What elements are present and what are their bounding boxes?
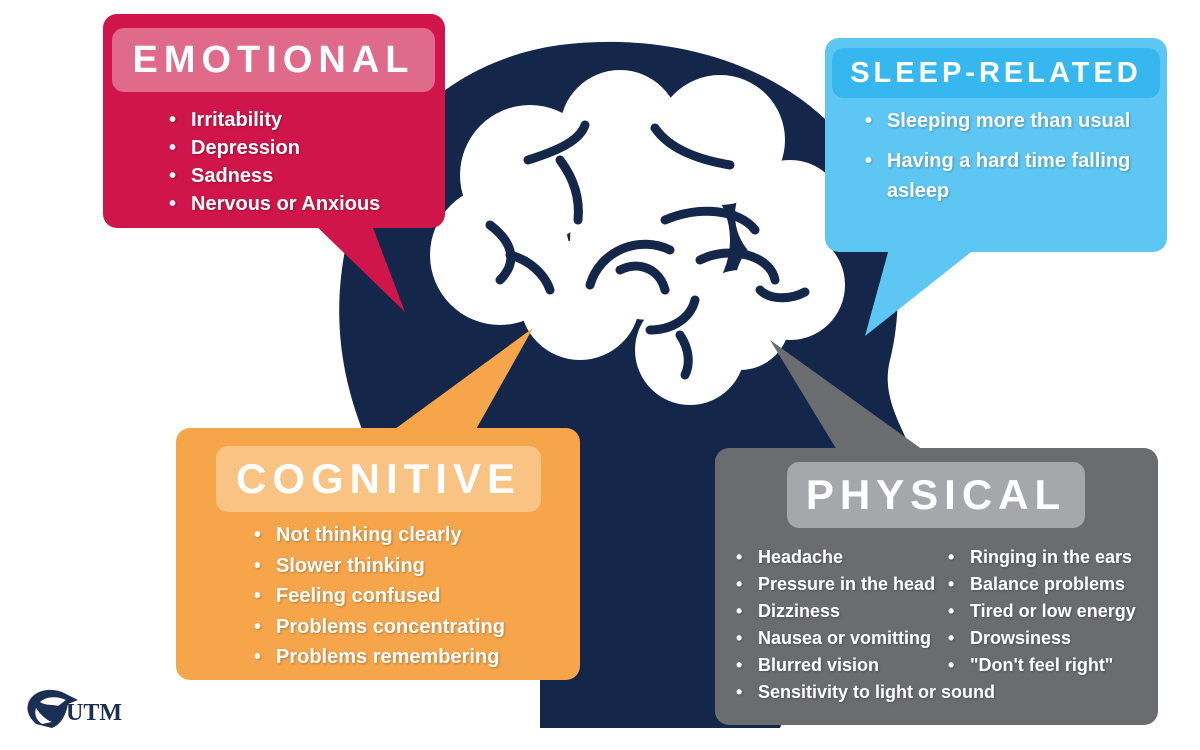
sleep-box: SLEEP-RELATED Sleeping more than usual H… [825, 38, 1167, 252]
cognitive-list: Not thinking clearly Slower thinking Fee… [254, 520, 505, 673]
emotional-list: Irritability Depression Sadness Nervous … [169, 106, 380, 218]
list-item: Headache [736, 544, 995, 571]
physical-list-left: Headache Pressure in the head Dizziness … [736, 544, 995, 706]
emotional-title: EMOTIONAL [112, 28, 435, 92]
eagle-icon [27, 689, 78, 728]
physical-tail [770, 340, 930, 455]
list-item: Tired or low energy [948, 598, 1136, 625]
list-item: Nervous or Anxious [169, 190, 380, 218]
emotional-tail [310, 220, 405, 312]
logo-text: UTM [66, 700, 122, 726]
list-item: Sadness [169, 162, 380, 190]
list-item: Irritability [169, 106, 380, 134]
utm-logo: UTM [22, 684, 132, 730]
list-item: Feeling confused [254, 581, 505, 612]
cognitive-title: COGNITIVE [216, 446, 541, 512]
list-item: Pressure in the head [736, 571, 995, 598]
list-item: Ringing in the ears [948, 544, 1136, 571]
sleep-list: Sleeping more than usual Having a hard t… [865, 106, 1145, 206]
sleep-title: SLEEP-RELATED [832, 48, 1160, 98]
list-item: Balance problems [948, 571, 1136, 598]
list-item: Problems remembering [254, 642, 505, 673]
list-item: Slower thinking [254, 551, 505, 582]
list-item: Blurred vision [736, 652, 995, 679]
physical-list-right: Ringing in the ears Balance problems Tir… [948, 544, 1136, 679]
sleep-tail [865, 245, 980, 336]
physical-box: PHYSICAL Headache Pressure in the head D… [715, 448, 1158, 725]
list-item: Dizziness [736, 598, 995, 625]
list-item: Sleeping more than usual [865, 106, 1145, 136]
cognitive-box: COGNITIVE Not thinking clearly Slower th… [176, 428, 580, 680]
list-item: Depression [169, 134, 380, 162]
list-item: Problems concentrating [254, 612, 505, 643]
list-item: Nausea or vomitting [736, 625, 995, 652]
brain-folds [485, 120, 810, 380]
cognitive-tail [380, 328, 533, 440]
list-item: Drowsiness [948, 625, 1136, 652]
list-item: "Don't feel right" [948, 652, 1136, 679]
list-item: Sensitivity to light or sound [736, 679, 995, 706]
emotional-box: EMOTIONAL Irritability Depression Sadnes… [103, 14, 445, 228]
physical-title: PHYSICAL [787, 462, 1085, 528]
list-item: Having a hard time falling asleep [865, 146, 1145, 206]
list-item: Not thinking clearly [254, 520, 505, 551]
